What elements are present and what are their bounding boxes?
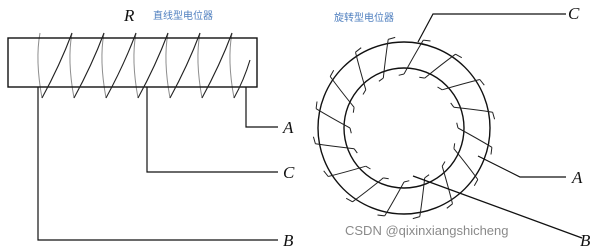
- rotary-winding-hook: [378, 36, 396, 82]
- rotary-winding-hook: [441, 161, 453, 209]
- linear-terminal-a: A: [282, 118, 294, 137]
- rotary-winding-turn: [329, 76, 355, 108]
- rotary-lead-c: [417, 13, 566, 43]
- rotary-winding-hook: [456, 122, 493, 155]
- rotary-winding-hook: [437, 79, 485, 91]
- linear-resistor-label: R: [123, 6, 135, 25]
- linear-lead-c: [146, 87, 278, 173]
- rotary-winding-turn: [442, 79, 480, 91]
- rotary-winding-hook: [453, 143, 479, 187]
- rotary-winding-turn: [382, 39, 389, 79]
- linear-terminal-b: B: [283, 231, 294, 250]
- rotary-winding-turn: [424, 53, 456, 79]
- rotary-windings: [312, 36, 496, 220]
- rotary-potentiometer: [312, 13, 583, 239]
- rotary-winding-turn: [457, 127, 493, 148]
- linear-coil-front: [41, 32, 251, 99]
- rotary-terminal-c: C: [568, 4, 580, 23]
- rotary-winding-hook: [412, 174, 430, 220]
- rotary-winding-hook: [398, 39, 431, 76]
- rotary-winding-hook: [450, 102, 496, 120]
- rotary-winding-turn: [315, 108, 351, 129]
- rotary-winding-hook: [315, 101, 352, 134]
- rotary-winding-turn: [453, 106, 493, 113]
- rotary-terminal-b: B: [580, 231, 591, 250]
- rotary-winding-turn: [403, 39, 424, 75]
- rotary-winding-hook: [355, 47, 367, 95]
- rotary-winding-turn: [419, 177, 426, 217]
- linear-coil-back: [37, 32, 235, 99]
- rotary-winding-hook: [419, 53, 463, 79]
- rotary-winding-turn: [355, 52, 367, 90]
- linear-potentiometer: [7, 32, 278, 241]
- rotary-winding-turn: [453, 148, 479, 180]
- rotary-ring-outer: [317, 41, 491, 215]
- linear-lead-b: [37, 87, 278, 241]
- rotary-winding-turn: [328, 165, 366, 177]
- rotary-winding-turn: [315, 143, 355, 150]
- linear-lead-a: [245, 87, 278, 128]
- linear-resistor-body: [7, 37, 258, 88]
- rotary-lead-a: [477, 155, 566, 178]
- rotary-terminal-a: A: [571, 168, 583, 187]
- rotary-winding-turn: [352, 177, 384, 203]
- rotary-caption: 旋转型电位器: [334, 11, 394, 24]
- rotary-winding-hook: [323, 165, 371, 177]
- rotary-ring-inner: [343, 67, 465, 189]
- linear-terminal-c: C: [283, 163, 295, 182]
- watermark-text: CSDN @qixinxiangshicheng: [345, 223, 509, 238]
- rotary-wiper-b: [412, 175, 583, 239]
- rotary-winding-hook: [312, 136, 358, 154]
- rotary-winding-hook: [377, 180, 410, 217]
- rotary-winding-turn: [441, 166, 453, 204]
- linear-caption: 直线型电位器: [153, 9, 213, 22]
- rotary-winding-hook: [329, 69, 355, 113]
- rotary-winding-turn: [384, 181, 405, 217]
- rotary-winding-hook: [345, 177, 389, 203]
